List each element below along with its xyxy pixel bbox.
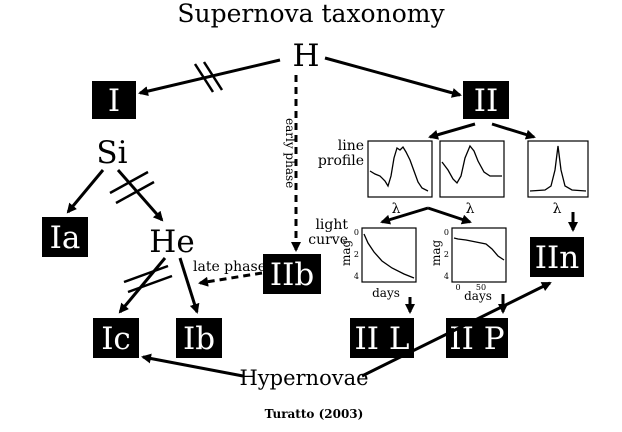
days-label-1: days: [372, 286, 400, 300]
svg-text:Ic: Ic: [101, 321, 131, 357]
arrow-lambda-split-left: [380, 206, 429, 225]
svg-text:Ia: Ia: [50, 220, 81, 256]
arrow-lambda-split-right: [427, 206, 472, 225]
arrow-II-to-line-profile-right: [491, 122, 536, 140]
label-line-profile-2: profile: [318, 153, 364, 169]
forbidden-mark-He-to-Ic: [123, 264, 173, 294]
type-box-IIL: II L: [350, 318, 414, 358]
label-early-phase: early phase: [283, 118, 297, 188]
label-light-curve-1: light: [315, 217, 348, 233]
mag-tick-2b: 2: [444, 250, 449, 259]
arrow-H-to-II: [324, 56, 462, 98]
arrow-Si-to-Ia: [66, 169, 105, 214]
svg-text:II L: II L: [355, 321, 410, 357]
type-box-IIn: IIn: [530, 237, 584, 277]
type-box-IIP: II P: [446, 318, 508, 358]
figure-credit: Turatto (2003): [265, 407, 364, 421]
arrow-He-to-Ic: [118, 257, 167, 314]
node-silicon: Si: [96, 135, 127, 171]
arrow-hypernovae-to-IIn: [361, 281, 552, 378]
mag-tick-0: 0: [354, 228, 359, 237]
svg-text:II: II: [474, 83, 499, 119]
node-helium: He: [149, 224, 194, 260]
label-late-phase: late phase: [193, 259, 266, 275]
lambda-label-3: λ: [553, 201, 562, 217]
mag-tick-4: 4: [354, 272, 359, 281]
svg-text:II P: II P: [449, 321, 504, 357]
type-box-II: II: [463, 81, 509, 119]
line-profile-plot-broad: [367, 140, 433, 198]
arrow-H-to-I: [138, 58, 281, 97]
type-box-I: I: [92, 81, 136, 119]
lambda-label-1: λ: [392, 201, 401, 217]
type-box-Ic: Ic: [93, 318, 139, 358]
light-curve-plot-linear: 0 2 4 mag: [339, 227, 417, 283]
lambda-label-2: λ: [466, 201, 475, 217]
days-tick-50: 50: [476, 283, 486, 292]
days-label-2: days: [464, 289, 492, 303]
light-curve-plot-plateau: 0 2 4 mag 0 50: [429, 227, 507, 292]
svg-text:IIn: IIn: [535, 240, 579, 276]
mag-tick-4b: 4: [444, 272, 449, 281]
mag-axis-label: mag: [339, 239, 353, 266]
diagram-title: Supernova taxonomy: [177, 0, 445, 28]
mag-axis-label-b: mag: [429, 239, 443, 266]
node-hypernovae: Hypernovae: [239, 366, 368, 390]
mag-tick-0b: 0: [444, 228, 449, 237]
type-box-IIb: IIb: [263, 254, 321, 294]
forbidden-mark-Si-to-He: [109, 170, 155, 205]
svg-text:I: I: [108, 83, 120, 119]
type-box-Ia: Ia: [42, 217, 88, 257]
node-hydrogen: H: [292, 38, 319, 74]
label-line-profile-1: line: [338, 138, 364, 154]
days-tick-0: 0: [455, 283, 460, 292]
line-profile-plot-pcygni: [439, 140, 505, 198]
mag-tick-2: 2: [354, 250, 359, 259]
svg-text:Ib: Ib: [183, 321, 215, 357]
svg-text:IIb: IIb: [270, 257, 314, 293]
arrow-He-to-Ib: [178, 257, 200, 314]
forbidden-mark-H-to-I: [193, 61, 224, 93]
type-box-Ib: Ib: [176, 318, 222, 358]
arrow-II-to-line-profile-left: [428, 122, 476, 140]
arrow-Si-to-He: [116, 169, 164, 222]
label-light-curve-2: curve: [308, 232, 348, 248]
arrow-hypernovae-to-Ic: [141, 353, 244, 378]
arrow-IIb-to-He-dashed: [198, 271, 263, 287]
line-profile-plot-narrow: [527, 140, 589, 198]
